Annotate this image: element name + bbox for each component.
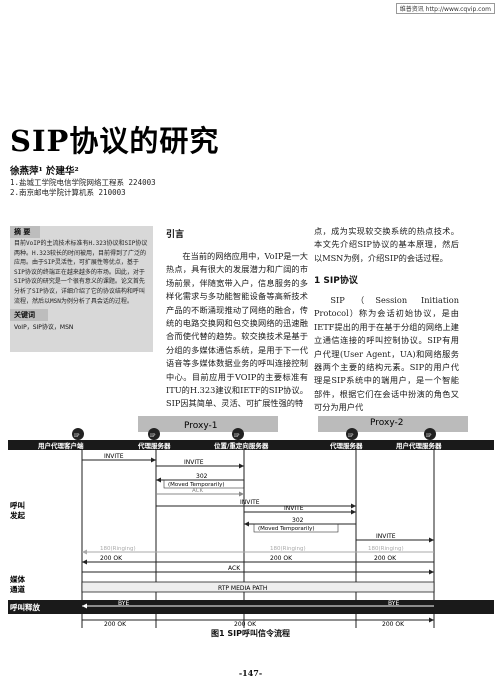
msg-ok-6: 200 OK [382, 621, 405, 628]
msg-invite-1: INVITE [104, 453, 124, 460]
affiliation-2: 2.南京邮电学院计算机系 210003 [10, 188, 126, 197]
ip-node-2: IP [150, 433, 156, 439]
keywords: VoIP，SIP协议，MSN [14, 324, 74, 332]
rtp-media-path [81, 581, 435, 593]
ip-node-1: IP [74, 433, 80, 439]
section-1-heading: 1 SIP协议 [314, 276, 358, 286]
phase-call-setup: 呼叫发起 [9, 500, 25, 520]
msg-moved-2: (Moved Temporarily) [258, 526, 315, 532]
msg-ok-2: 200 OK [270, 555, 293, 562]
msg-bye-1: BYE [118, 600, 129, 607]
page-number: -147- [238, 668, 263, 678]
entity-proxy-1: 代理服务器 [137, 441, 171, 450]
phase-release: 呼叫释放 [10, 602, 40, 612]
paper-title: SIP协议的研究 [10, 124, 220, 158]
abstract-text: 目前VoIP的主流技术标准有H.323协议和SIP协议两种。H.323较长的时间… [14, 240, 148, 305]
phase-media: 媒体通道 [10, 574, 25, 594]
msg-ok-4: 200 OK [104, 621, 127, 628]
abstract-box: 摘 要 目前VoIP的主流技术标准有H.323协议和SIP协议两种。H.323较… [10, 226, 153, 352]
abstract-heading: 摘 要 [10, 226, 40, 238]
msg-ok-5: 200 OK [234, 621, 257, 628]
entity-location-server: 位置/重定向服务器 [214, 441, 269, 450]
ip-node-4: IP [348, 433, 354, 439]
proxy-2-label: Proxy-2 [370, 418, 403, 428]
msg-moved-1: (Moved Temporarily) [168, 482, 225, 488]
watermark-link[interactable]: 维普资讯 http://www.cqvip.com [395, 3, 495, 14]
msg-invite-3: INVITE [240, 499, 260, 506]
entity-proxy-2: 代理服务器 [329, 441, 363, 450]
msg-bye-2: BYE [388, 600, 399, 607]
entity-uac: 用户代理客户端 [37, 441, 84, 450]
section-intro-heading: 引言 [166, 230, 185, 240]
msg-ringing-2: 180(Ringing) [270, 546, 306, 552]
msg-invite-4: INVITE [284, 505, 304, 512]
authors: 徐燕萍¹ 於建华² [10, 166, 79, 177]
proxy-1-label: Proxy-1 [184, 421, 217, 431]
msg-ringing-1: 180(Ringing) [100, 546, 136, 552]
affiliation-1: 1.盐城工学院电信学院网络工程系 224003 [10, 178, 156, 187]
ip-node-3: IP [234, 433, 240, 439]
figure-caption: 图1 SIP呼叫信令流程 [211, 629, 290, 638]
msg-ack-2: ACK [228, 565, 241, 572]
msg-ok-1: 200 OK [100, 555, 123, 562]
section-1-body: SIP（Session Initiation Protocol）称为会话初始协议… [314, 295, 459, 413]
col2-intro: 点，成为实现软交换系统的热点技术。本文先介绍SIP协议的基本原理，然后以MSN为… [314, 226, 459, 263]
entity-uas: 用户代理服务器 [395, 441, 442, 450]
msg-invite-5: INVITE [376, 533, 396, 540]
keywords-heading: 关键词 [10, 309, 48, 322]
rtp-label: RTP MEDIA PATH [218, 585, 267, 592]
msg-ringing-3: 180(Ringing) [368, 546, 404, 552]
sip-call-flow-diagram: Proxy-1 Proxy-2 IP IP IP IP IP 用户代理客户端 代… [8, 416, 494, 628]
ip-node-5: IP [426, 433, 432, 439]
msg-302: 302 [196, 473, 208, 480]
msg-302-2: 302 [292, 517, 304, 524]
msg-ack-1: ACK [192, 488, 204, 494]
msg-invite-2: INVITE [184, 459, 204, 466]
msg-ok-3: 200 OK [374, 555, 397, 562]
release-band [8, 600, 494, 614]
intro-body: 在当前的网络应用中，VoIP是一大热点，具有很大的发展潜力和广阔的市场前景，伴随… [166, 251, 308, 409]
entity-header-bar [8, 440, 494, 450]
